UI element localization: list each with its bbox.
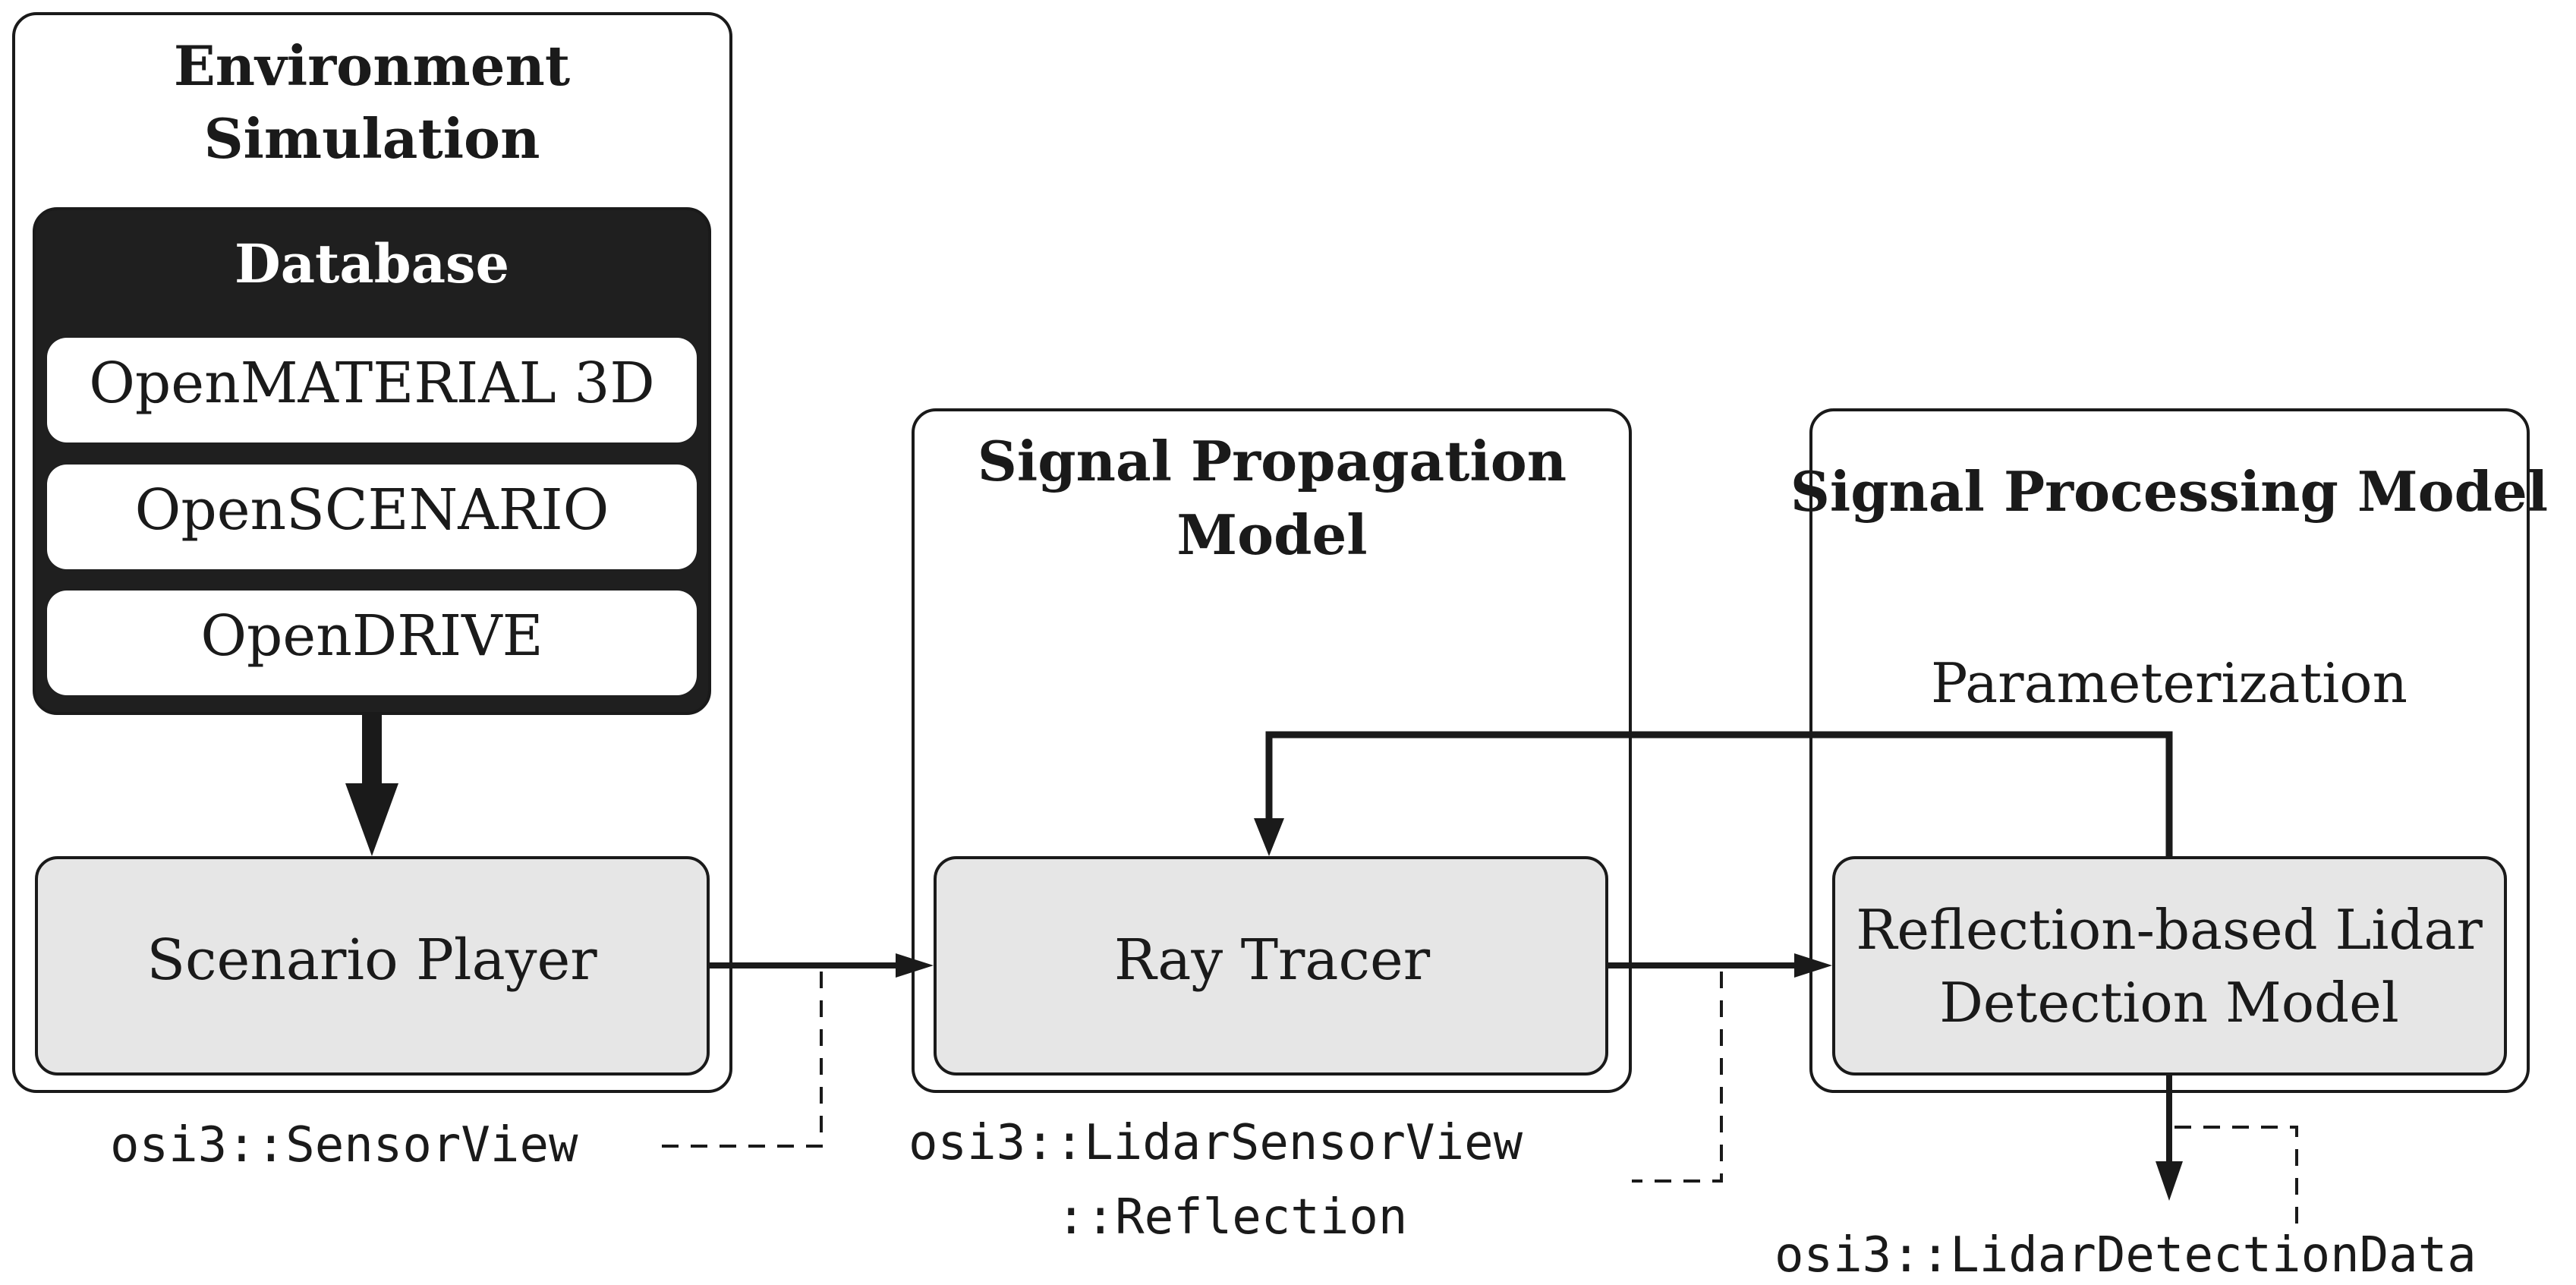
environment-title-line2: Simulation bbox=[204, 106, 540, 171]
sensor-view-label: osi3::SensorView bbox=[110, 1117, 578, 1173]
detection-model-label-line1: Reflection-based Lidar bbox=[1856, 898, 2483, 962]
lidar-sensor-view-label-line2: ::Reflection bbox=[1057, 1189, 1407, 1246]
scenario-player-label: Scenario Player bbox=[146, 928, 597, 993]
database-item-openmaterial-label: OpenMATERIAL 3D bbox=[89, 351, 655, 416]
parameterization-arrow bbox=[1254, 731, 2173, 858]
detection-model-label-line2: Detection Model bbox=[1939, 971, 2399, 1035]
database-title: Database bbox=[235, 232, 509, 295]
propagation-title-line1: Signal Propagation bbox=[978, 429, 1567, 493]
lidar-detection-data-label: osi3::LidarDetectionData bbox=[1775, 1227, 2477, 1283]
lidar-sensor-view-leader bbox=[1632, 972, 1723, 1183]
database-item-opendrive bbox=[47, 591, 697, 695]
parameterization-label: Parameterization bbox=[1931, 651, 2408, 715]
lidar-detection-data-leader bbox=[2174, 1126, 2298, 1230]
detection-model-box bbox=[1832, 856, 2507, 1076]
processing-title: Signal Processing Model bbox=[1790, 459, 2548, 524]
database-item-openscenario-label: OpenSCENARIO bbox=[135, 477, 609, 543]
database-item-opendrive-label: OpenDRIVE bbox=[200, 603, 543, 669]
propagation-title-line2: Model bbox=[1176, 502, 1367, 567]
player-to-raytracer-arrow bbox=[708, 953, 934, 978]
lidar-sensor-view-label-line1: osi3::LidarSensorView bbox=[909, 1115, 1523, 1171]
database-to-player-arrow bbox=[345, 713, 398, 856]
environment-title-line1: Environment bbox=[174, 33, 570, 98]
ray-tracer-label: Ray Tracer bbox=[1114, 928, 1431, 993]
sensor-view-leader bbox=[660, 972, 823, 1148]
detection-output-arrow bbox=[2156, 1074, 2183, 1201]
database-item-openmaterial bbox=[47, 338, 697, 443]
raytracer-to-detection-arrow bbox=[1607, 953, 1832, 978]
database-item-openscenario bbox=[47, 465, 697, 569]
environment-simulation-box: Environment Simulation Database OpenMATE… bbox=[12, 12, 732, 1093]
